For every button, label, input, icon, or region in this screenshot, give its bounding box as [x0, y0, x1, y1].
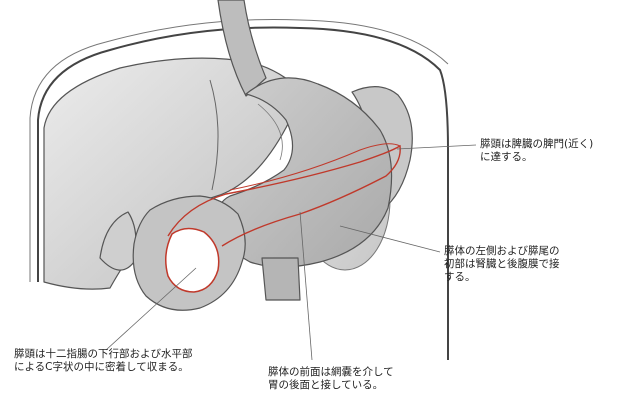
liver-fissure — [209, 79, 219, 191]
body-wall-outline — [37, 26, 449, 360]
leader-line-head-spleen — [396, 144, 477, 150]
jejunum-stub — [261, 257, 301, 301]
pancreas-head — [165, 227, 220, 293]
pancreas-upper-outline — [229, 143, 401, 191]
label-front-body: 膵体の前面は網嚢を介して 胃の後面と接している。 — [268, 366, 394, 391]
body-wall-inner — [29, 18, 449, 282]
leader-line-left-body-tail — [339, 225, 441, 253]
label-left-body-tail: 膵体の左側および膵尾の 初部は腎臓と後腹膜で接 する。 — [444, 245, 560, 283]
label-head-duodenum: 膵頭は十二指腸の下行部および水平部 によるC字状の中に密着して収まる。 — [14, 348, 193, 373]
leader-line-front-body — [299, 211, 313, 361]
gallbladder — [99, 211, 137, 271]
stomach-lesser-curvature — [257, 103, 283, 161]
label-pancreas-head-spleen: 膵頭は脾臓の脾門(近く) に達する。 — [480, 138, 594, 163]
leader-line-head-duodenum — [105, 267, 197, 351]
